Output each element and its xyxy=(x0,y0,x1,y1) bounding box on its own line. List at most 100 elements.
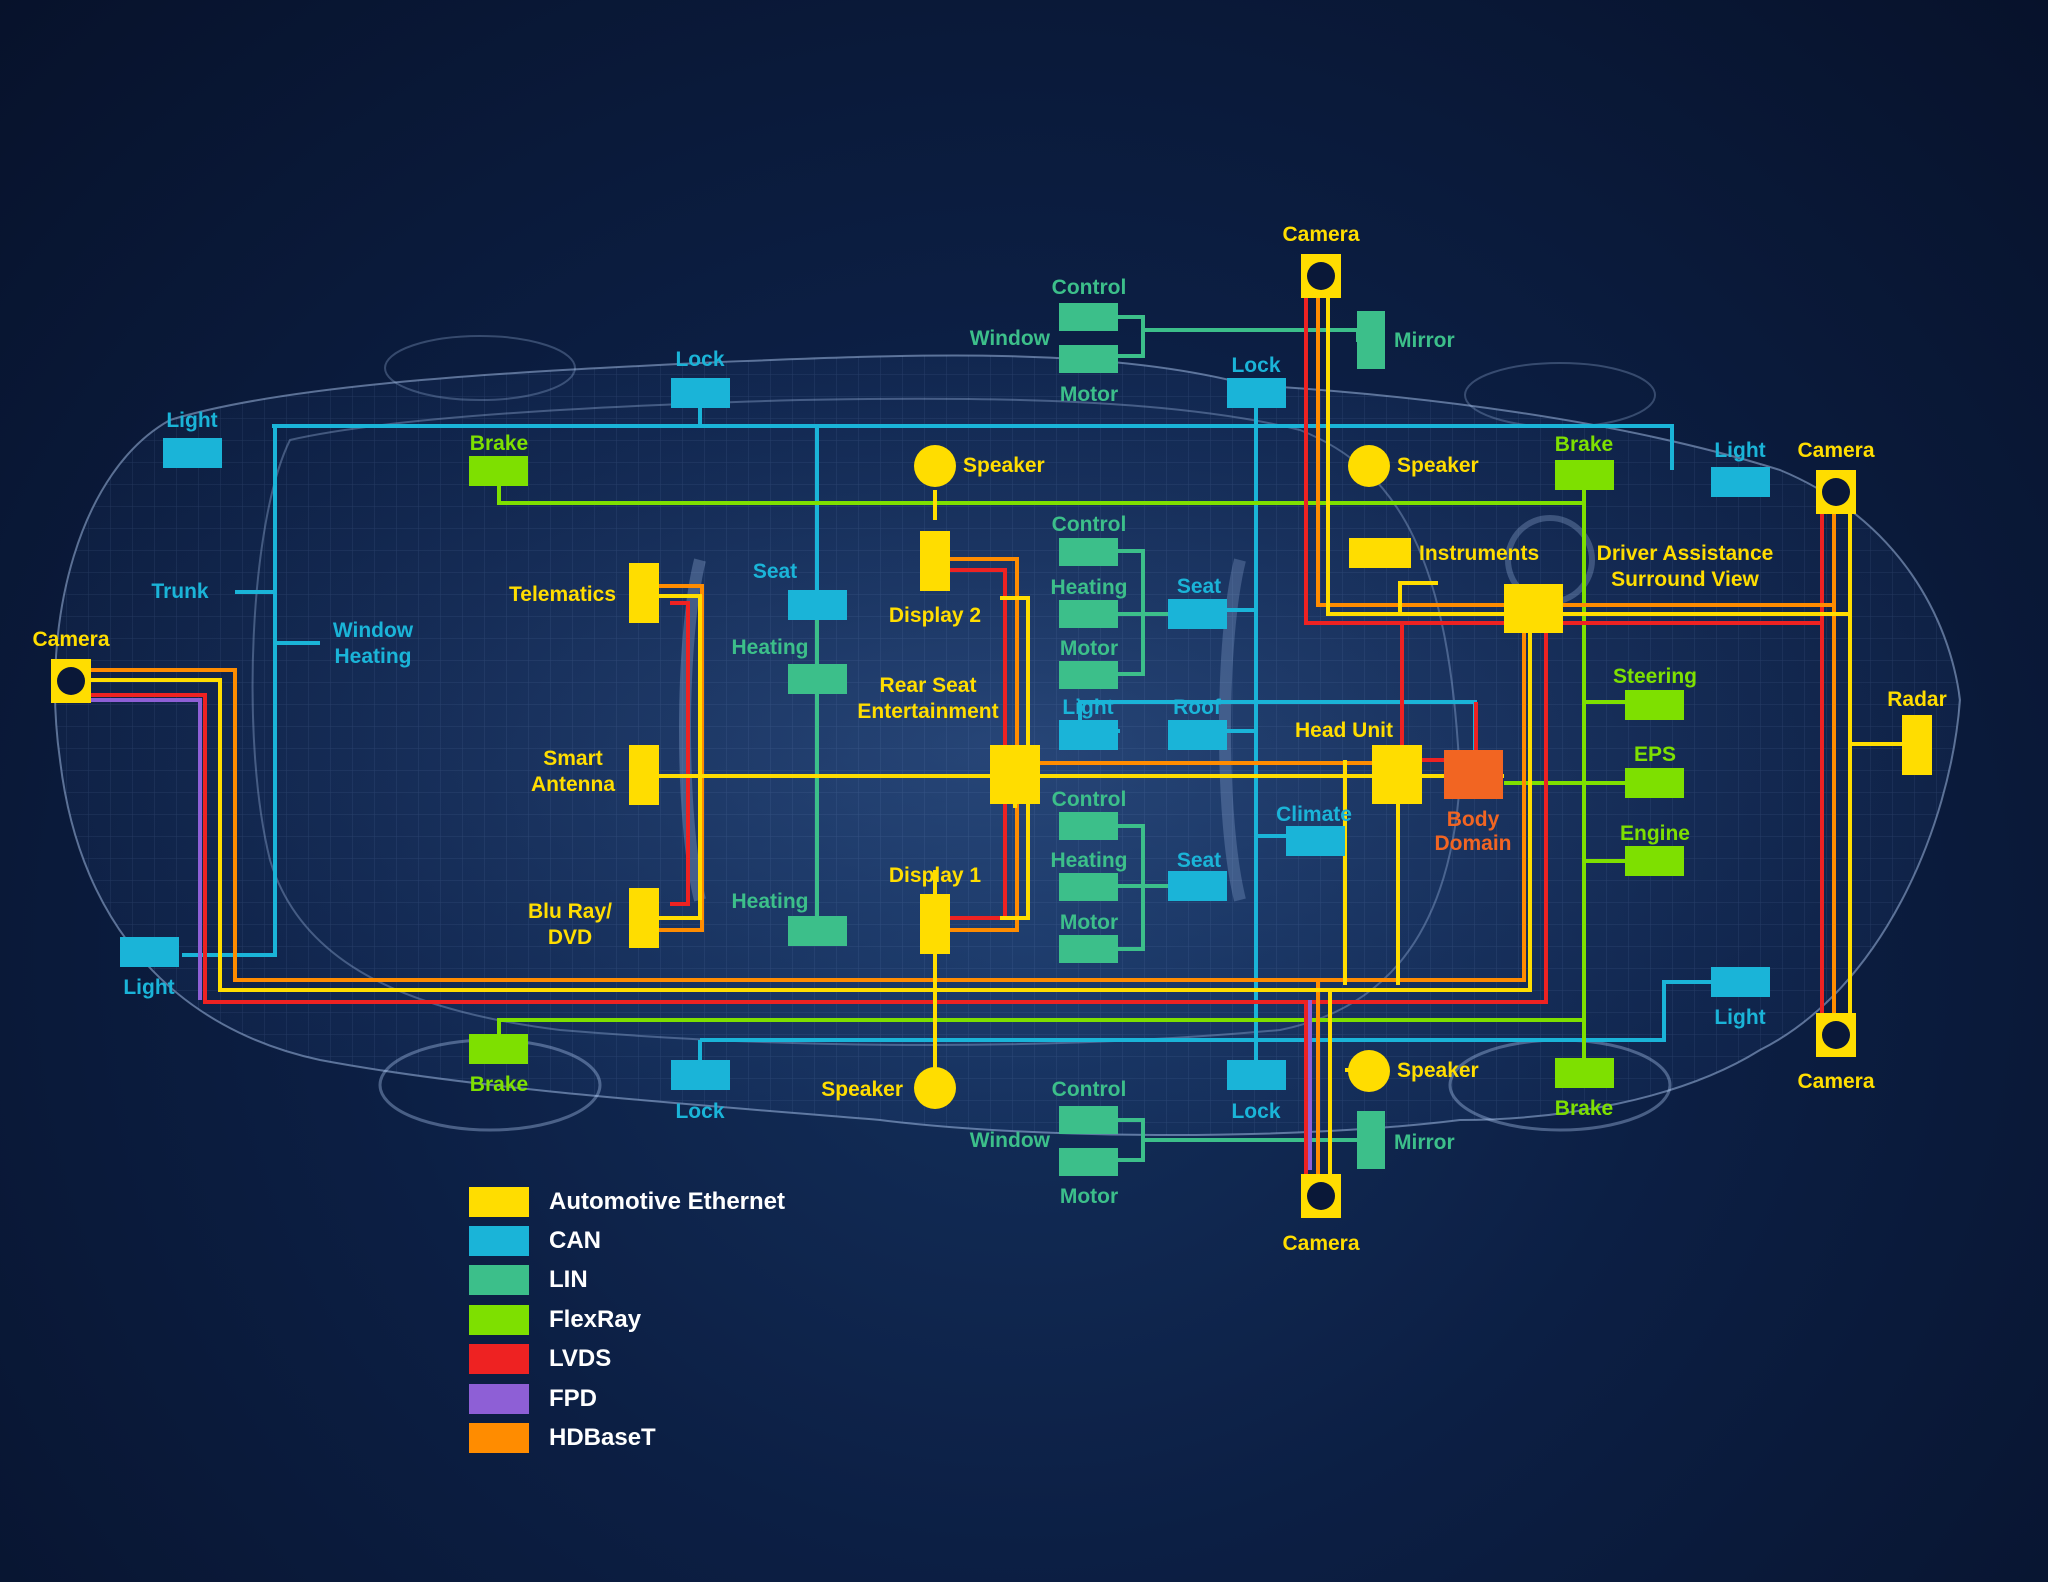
head-unit-label: Head Unit xyxy=(1295,719,1393,742)
brake-label-bottom-left: Brake xyxy=(470,1073,528,1096)
trunk-label: Trunk xyxy=(151,580,208,603)
seat-label-mid-top: Seat xyxy=(1177,575,1221,598)
seat-label-mid-bottom: Seat xyxy=(1177,849,1221,872)
control-node-top xyxy=(1059,303,1118,331)
control-label-top: Control xyxy=(1052,276,1127,299)
radar-node xyxy=(1902,715,1932,775)
mirror-node-bottom xyxy=(1357,1111,1385,1169)
motor-node-mid-bottom xyxy=(1059,935,1118,963)
light-node-top-right xyxy=(1711,467,1770,497)
light-node-mid xyxy=(1059,720,1118,750)
engine-label: Engine xyxy=(1620,822,1690,845)
heating-node-left-top xyxy=(788,664,847,694)
brake-node-bottom-right xyxy=(1555,1058,1614,1088)
legend-swatch xyxy=(469,1423,529,1454)
brake-label-bottom-right: Brake xyxy=(1555,1097,1613,1120)
instruments-node xyxy=(1349,538,1411,568)
motor-label-bottom: Motor xyxy=(1060,1185,1118,1208)
motor-node-top xyxy=(1059,345,1118,373)
camera-label-left: Camera xyxy=(32,628,109,651)
heating-label-left-bottom: Heating xyxy=(731,890,808,913)
motor-label-mid-bottom: Motor xyxy=(1060,911,1118,934)
window-label-top: Window xyxy=(970,327,1051,350)
display-2-label: Display 2 xyxy=(889,604,981,627)
control-node-bottom xyxy=(1059,1106,1118,1134)
camera-node-right-top xyxy=(1816,470,1856,514)
eps-label: EPS xyxy=(1634,743,1676,766)
steering-node xyxy=(1625,690,1684,720)
light-label-top-left: Light xyxy=(166,409,217,432)
nodes xyxy=(51,254,1932,1218)
light-node-top-left xyxy=(163,438,222,468)
speaker-node-right-top xyxy=(1348,445,1390,487)
heating-label-left-top: Heating xyxy=(731,636,808,659)
motor-node-bottom xyxy=(1059,1148,1118,1176)
legend-swatch xyxy=(469,1344,529,1375)
rear-wheel-top xyxy=(384,335,576,401)
speaker-label-center-top: Speaker xyxy=(963,454,1045,477)
seat-node-mid-bottom xyxy=(1168,871,1227,901)
brake-label-top-left: Brake xyxy=(470,432,528,455)
lock-label-bottom-left: Lock xyxy=(675,1100,724,1123)
lvds-wires xyxy=(82,298,1824,1175)
body-domain-label-1: Body xyxy=(1447,808,1500,831)
rear-seat-label-2: Entertainment xyxy=(857,700,998,723)
roof-node xyxy=(1168,720,1227,750)
camera-label-right-bottom: Camera xyxy=(1797,1070,1874,1093)
lock-label-bottom-center: Lock xyxy=(1231,1100,1280,1123)
seat-node-left xyxy=(788,590,847,620)
lock-node-bottom-center xyxy=(1227,1060,1286,1090)
motor-label-top: Motor xyxy=(1060,383,1118,406)
lock-node-top-center xyxy=(1227,378,1286,408)
eps-node xyxy=(1625,768,1684,798)
motor-node-mid-top xyxy=(1059,661,1118,689)
speaker-node-bottom-center xyxy=(914,1067,956,1109)
light-label-mid: Light xyxy=(1062,696,1113,719)
legend-item: FPD xyxy=(469,1379,785,1418)
smart-antenna-label-1: Smart xyxy=(543,747,603,770)
light-label-bottom-left: Light xyxy=(123,976,174,999)
legend-swatch xyxy=(469,1304,529,1335)
legend-label: LVDS xyxy=(549,1345,612,1373)
display-2-node xyxy=(920,531,950,591)
legend-item: CAN xyxy=(469,1221,785,1260)
heating-node-mid-top xyxy=(1059,600,1118,628)
heating-label-mid-bottom: Heating xyxy=(1050,849,1127,872)
legend-label: FPD xyxy=(549,1384,597,1412)
legend-swatch xyxy=(469,1265,529,1296)
display-1-node xyxy=(920,894,950,954)
heating-label-mid-top: Heating xyxy=(1050,576,1127,599)
mirror-label-bottom: Mirror xyxy=(1394,1131,1455,1154)
legend-swatch xyxy=(469,1226,529,1257)
legend-swatch xyxy=(469,1383,529,1414)
fpd-wires xyxy=(82,698,1312,1170)
camera-label-top: Camera xyxy=(1282,223,1359,246)
body-domain-label-2: Domain xyxy=(1434,832,1511,855)
legend-item: FlexRay xyxy=(469,1300,785,1339)
telematics-label: Telematics xyxy=(509,583,616,606)
brake-node-top-left xyxy=(469,456,528,486)
engine-node xyxy=(1625,846,1684,876)
control-label-mid-bottom: Control xyxy=(1052,788,1127,811)
camera-node-top xyxy=(1301,254,1341,298)
speaker-node-center-top xyxy=(914,445,956,487)
speaker-label-bottom-right: Speaker xyxy=(1397,1059,1479,1082)
heating-node-left-bottom xyxy=(788,916,847,946)
steering-label: Steering xyxy=(1613,665,1697,688)
speaker-label-bottom-center: Speaker xyxy=(821,1078,903,1101)
legend-label: HDBaseT xyxy=(549,1424,656,1452)
brake-node-top-right xyxy=(1555,460,1614,490)
radar-label: Radar xyxy=(1887,688,1947,711)
body-domain-node xyxy=(1444,750,1503,799)
legend-item: HDBaseT xyxy=(469,1418,785,1457)
instruments-label: Instruments xyxy=(1419,542,1539,565)
climate-label: Climate xyxy=(1276,803,1352,826)
seat-label-left: Seat xyxy=(753,560,797,583)
roof-label: Roof xyxy=(1173,696,1222,719)
mirror-node-top xyxy=(1357,311,1385,369)
seat-node-mid-top xyxy=(1168,599,1227,629)
camera-node-bottom xyxy=(1301,1174,1341,1218)
blu-ray-node xyxy=(629,888,659,948)
